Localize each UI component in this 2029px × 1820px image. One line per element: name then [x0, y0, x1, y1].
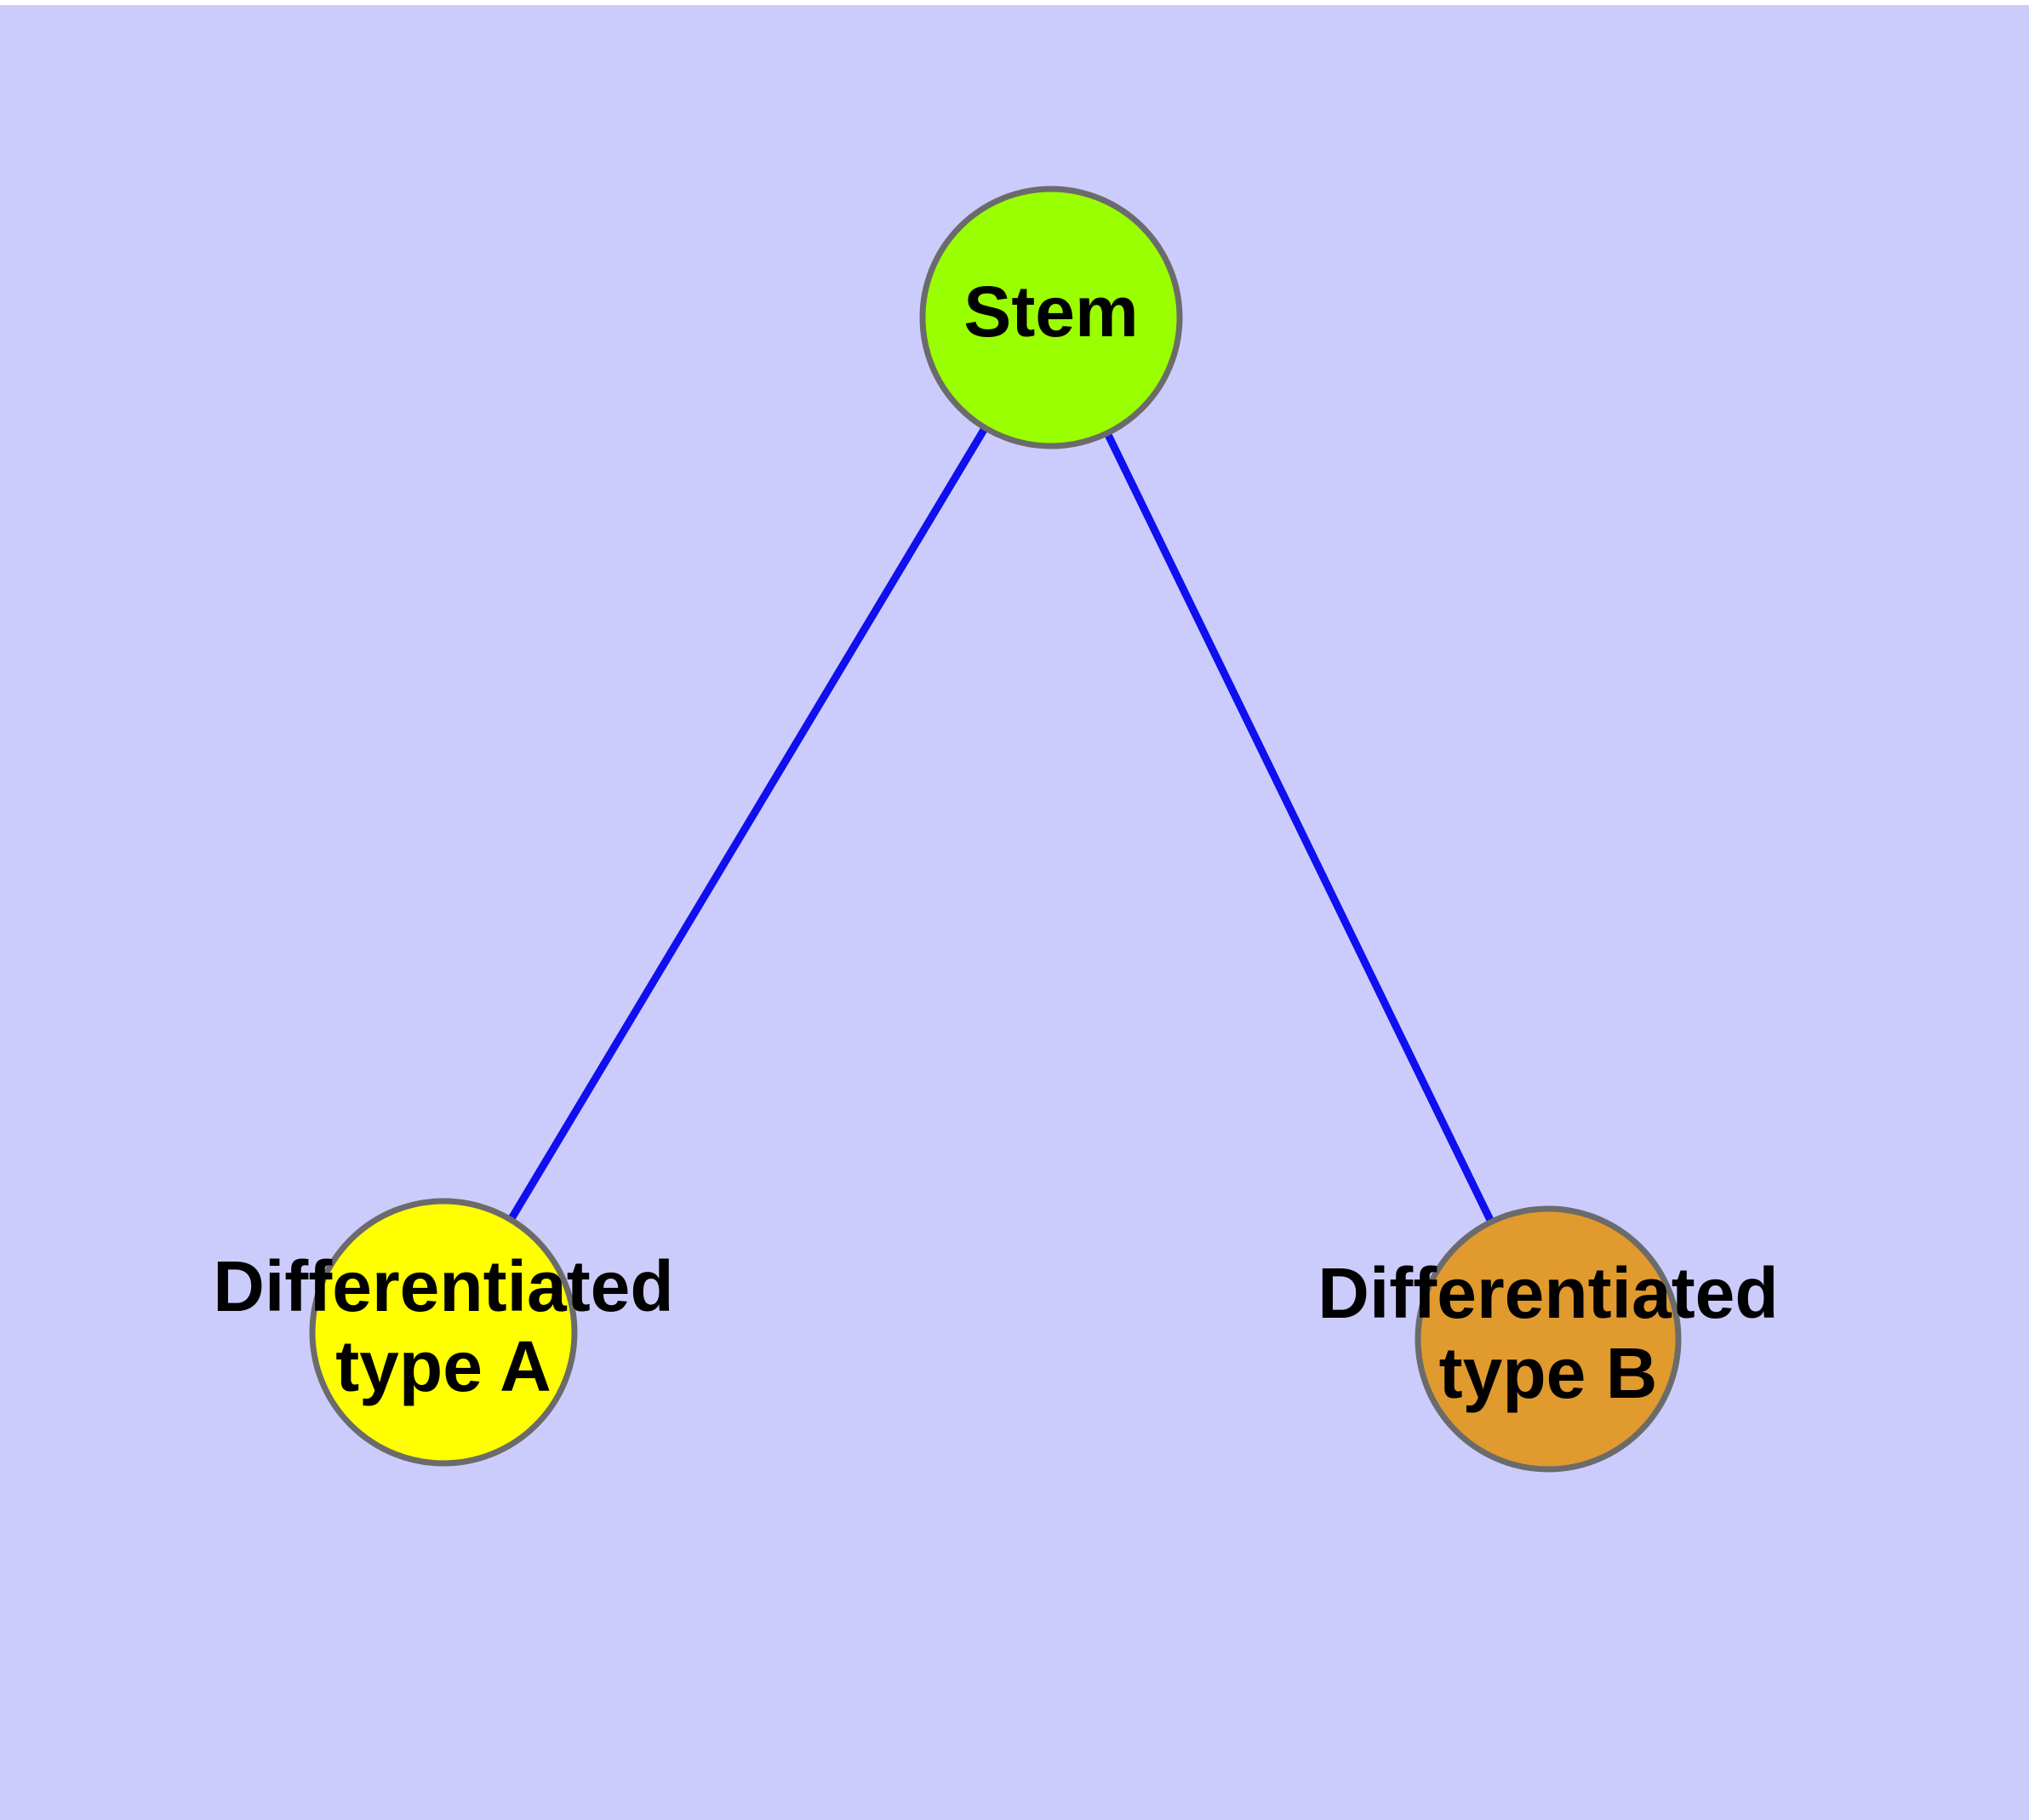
- graph-node-label-stem: Stem: [963, 272, 1138, 352]
- graph-node-label-line: Stem: [963, 272, 1138, 352]
- graph-node-diff_b[interactable]: [1415, 1205, 1682, 1473]
- graph-edge-stem-to-diff_b[interactable]: [1104, 432, 1495, 1222]
- graph-node-stem[interactable]: [919, 186, 1183, 449]
- edge-layer: [508, 426, 1495, 1222]
- node-layer: [309, 186, 1682, 1473]
- graph-node-diff_a[interactable]: [309, 1198, 578, 1467]
- graph-node-label-line: type B: [1439, 1333, 1658, 1413]
- graph-node-label-line: type A: [335, 1326, 552, 1406]
- graph-node-label-line: Differentiated: [1317, 1253, 1778, 1333]
- graph-node-label-line: Differentiated: [213, 1246, 673, 1326]
- graph-edge-stem-to-diff_a[interactable]: [508, 426, 988, 1221]
